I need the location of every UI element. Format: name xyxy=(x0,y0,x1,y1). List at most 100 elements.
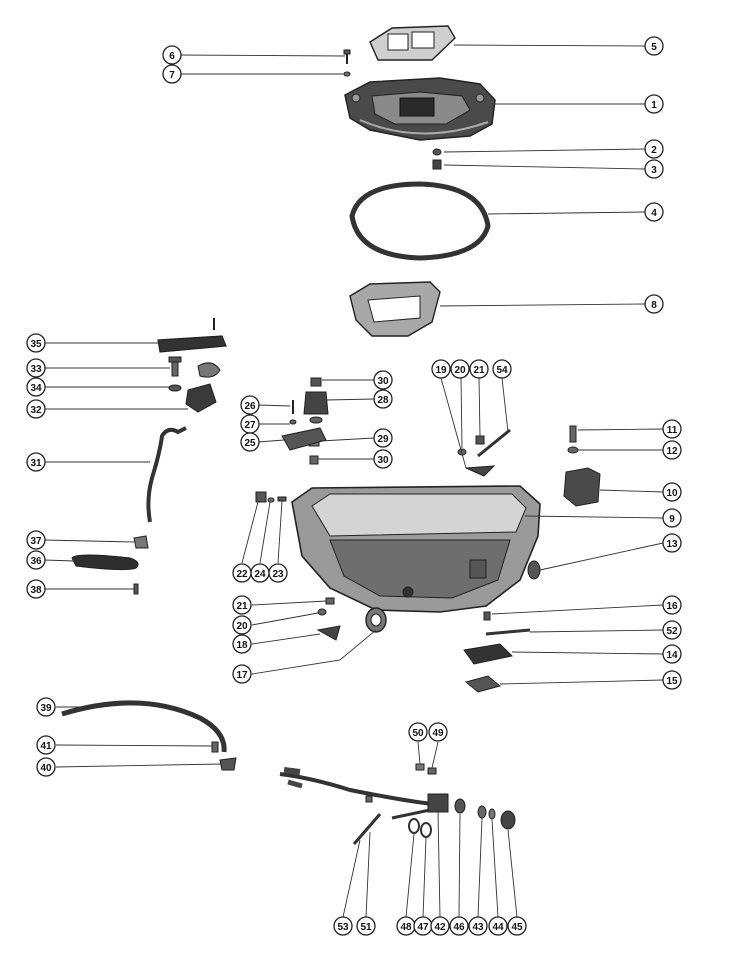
part-plate-set xyxy=(463,611,531,693)
svg-text:31: 31 xyxy=(30,458,42,469)
svg-text:32: 32 xyxy=(30,405,42,416)
leader-lines xyxy=(43,44,664,918)
part-screw-washer-top xyxy=(343,49,351,77)
callout-3: 3 xyxy=(644,159,664,179)
svg-text:10: 10 xyxy=(666,488,678,499)
part-small-bracket xyxy=(281,400,327,451)
svg-text:42: 42 xyxy=(434,922,446,933)
callout-26: 26 xyxy=(240,395,260,415)
callout-19: 19 xyxy=(431,359,451,379)
svg-text:2: 2 xyxy=(651,145,657,156)
svg-text:41: 41 xyxy=(40,741,52,752)
part-grommet-set xyxy=(255,491,287,503)
part-long-screw xyxy=(352,795,382,845)
svg-text:47: 47 xyxy=(417,922,429,933)
callout-34: 34 xyxy=(26,377,46,397)
part-small-nuts xyxy=(432,148,442,170)
svg-text:52: 52 xyxy=(666,626,678,637)
part-linkage xyxy=(457,428,511,477)
part-handle xyxy=(157,318,227,353)
callout-48a: 48 xyxy=(396,916,416,936)
svg-text:20: 20 xyxy=(454,365,466,376)
callout-23: 23 xyxy=(268,563,288,583)
callout-30b: 30 xyxy=(373,449,393,469)
svg-text:21: 21 xyxy=(473,365,485,376)
svg-text:46: 46 xyxy=(453,922,465,933)
svg-text:24: 24 xyxy=(254,569,266,580)
svg-text:49: 49 xyxy=(432,728,444,739)
callout-28: 28 xyxy=(373,389,393,409)
callout-20a: 20 xyxy=(450,359,470,379)
svg-text:34: 34 xyxy=(30,383,42,394)
callout-45: 45 xyxy=(507,916,527,936)
svg-text:15: 15 xyxy=(666,676,678,687)
svg-text:13: 13 xyxy=(666,539,678,550)
svg-text:53: 53 xyxy=(337,922,349,933)
svg-text:29: 29 xyxy=(377,434,389,445)
svg-text:20: 20 xyxy=(236,621,248,632)
callout-12: 12 xyxy=(662,440,682,460)
callout-13: 13 xyxy=(662,533,682,553)
callout-54: 54 xyxy=(492,359,512,379)
callout-33: 33 xyxy=(26,358,46,378)
svg-text:51: 51 xyxy=(360,922,372,933)
callout-22: 22 xyxy=(232,563,252,583)
svg-text:9: 9 xyxy=(669,514,675,525)
part-seal-ring xyxy=(349,181,491,261)
part-right-bracket xyxy=(563,425,601,507)
svg-text:21: 21 xyxy=(236,601,248,612)
callout-41: 41 xyxy=(36,735,56,755)
part-washer-series xyxy=(454,798,516,830)
part-bottom-cowl xyxy=(291,485,541,613)
svg-text:50: 50 xyxy=(412,728,424,739)
callout-27: 27 xyxy=(240,414,260,434)
callouts: 5 1 2 3 4 8 11 12 10 9 13 16 52 14 15 6 … xyxy=(26,36,682,936)
callout-46: 46 xyxy=(449,916,469,936)
callout-15: 15 xyxy=(662,670,682,690)
svg-text:33: 33 xyxy=(30,364,42,375)
part-lower-linkage xyxy=(316,597,387,641)
svg-text:6: 6 xyxy=(169,51,175,62)
part-grip-and-pin xyxy=(71,535,149,595)
svg-text:18: 18 xyxy=(236,640,248,651)
callout-4: 4 xyxy=(644,202,664,222)
callout-24: 24 xyxy=(250,563,270,583)
callout-5: 5 xyxy=(644,36,664,56)
svg-text:3: 3 xyxy=(651,165,657,176)
callout-30a: 30 xyxy=(373,370,393,390)
callout-16: 16 xyxy=(662,595,682,615)
svg-text:12: 12 xyxy=(666,446,678,457)
part-cowl-top-housing xyxy=(344,77,496,141)
callout-21b: 21 xyxy=(232,595,252,615)
part-seal-small xyxy=(527,560,541,580)
svg-text:14: 14 xyxy=(666,650,678,661)
callout-21a: 21 xyxy=(469,359,489,379)
svg-text:17: 17 xyxy=(236,670,248,681)
part-bent-rod xyxy=(146,426,187,523)
callout-11: 11 xyxy=(662,419,682,439)
svg-text:25: 25 xyxy=(244,438,256,449)
svg-text:1: 1 xyxy=(651,100,657,111)
callout-36: 36 xyxy=(26,550,46,570)
svg-text:45: 45 xyxy=(511,922,523,933)
svg-text:48: 48 xyxy=(400,922,412,933)
part-lower-gasket xyxy=(349,281,441,337)
svg-text:16: 16 xyxy=(666,601,678,612)
svg-text:43: 43 xyxy=(472,922,484,933)
callout-29: 29 xyxy=(373,428,393,448)
callout-14: 14 xyxy=(662,644,682,664)
callout-25: 25 xyxy=(240,432,260,452)
svg-text:36: 36 xyxy=(30,556,42,567)
callout-8: 8 xyxy=(644,294,664,314)
callout-44: 44 xyxy=(488,916,508,936)
callout-7: 7 xyxy=(162,64,182,84)
callout-31: 31 xyxy=(26,452,46,472)
part-hose xyxy=(61,700,227,753)
callout-53: 53 xyxy=(333,916,353,936)
part-wiring-harness xyxy=(279,767,449,820)
svg-text:23: 23 xyxy=(272,569,284,580)
callout-40: 40 xyxy=(36,757,56,777)
svg-text:44: 44 xyxy=(492,922,504,933)
callout-2: 2 xyxy=(644,139,664,159)
